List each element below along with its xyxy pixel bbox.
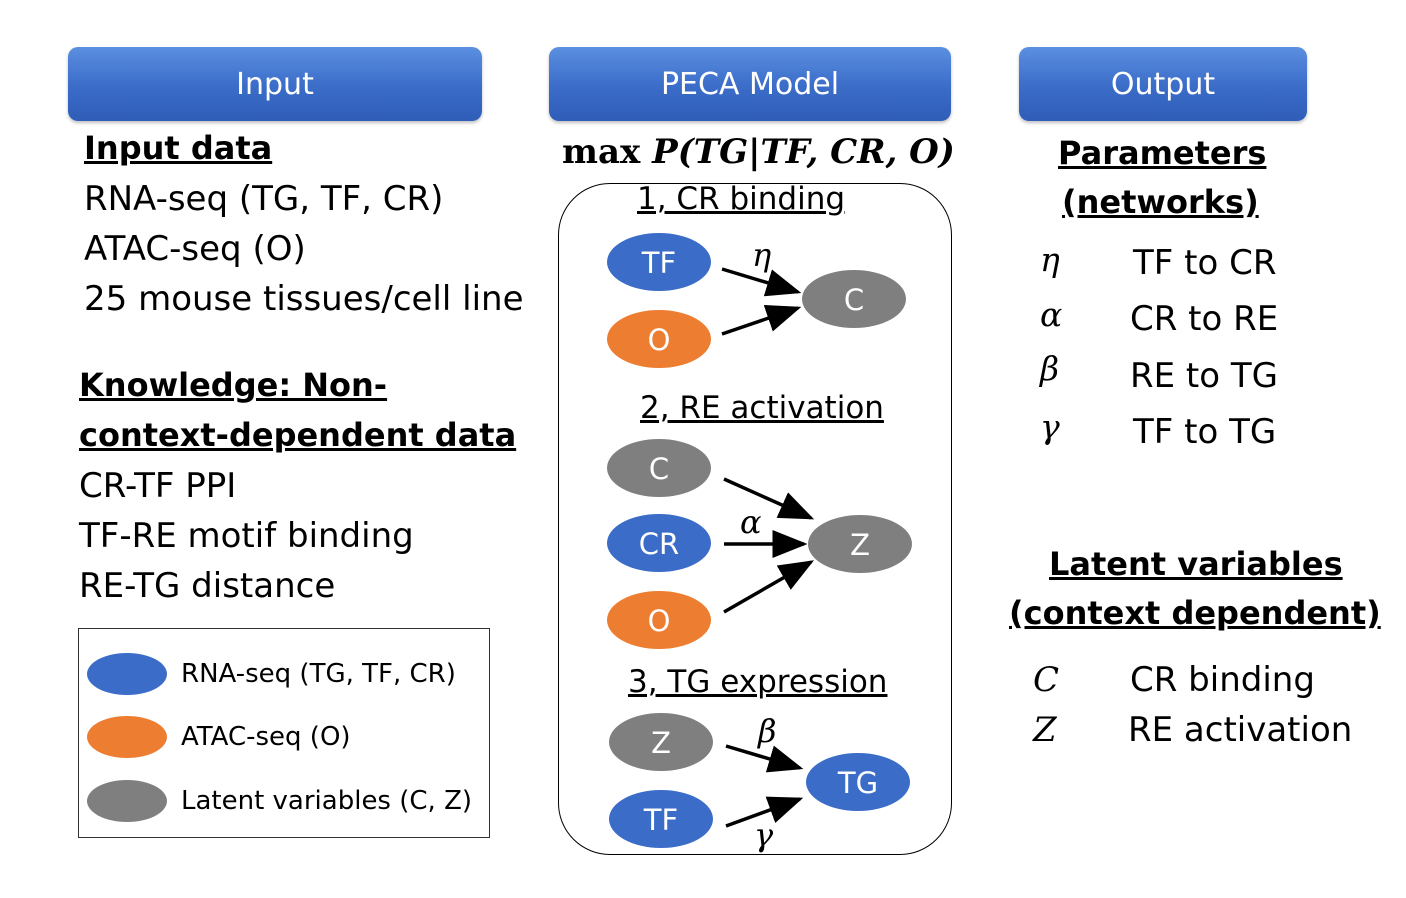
- knowledge-title-1: Knowledge: Non-: [79, 366, 388, 404]
- step-3-title: 3, TG expression: [628, 664, 888, 700]
- node-s1-tf-label: TF: [641, 246, 676, 280]
- node-s2-z: [808, 515, 912, 573]
- node-s3-z-label: Z: [651, 726, 671, 760]
- edge-s3-tf-tg: [725, 796, 804, 828]
- node-s1-tf: [607, 233, 711, 291]
- formula-prefix: max: [562, 132, 641, 172]
- model-header-label: PECA Model: [660, 66, 840, 102]
- node-s2-z-label: Z: [850, 528, 870, 562]
- node-s3-z: [609, 713, 713, 771]
- node-s1-c-label: C: [844, 283, 864, 317]
- legend-swatch-latent: [87, 780, 167, 822]
- input-header: Input: [68, 47, 482, 121]
- legend-swatch-atac: [87, 716, 167, 758]
- node-s3-tg: [806, 753, 910, 811]
- legend-label-atac: ATAC-seq (O): [181, 722, 351, 752]
- legend-label-rna: RNA-seq (TG, TF, CR): [181, 659, 456, 689]
- params-title-1: Parameters: [1058, 134, 1267, 172]
- input-data-line-2: ATAC-seq (O): [84, 229, 306, 269]
- edge-s2-o-z: [723, 560, 815, 614]
- param-eta-symbol: η: [1040, 240, 1060, 279]
- node-s2-o-label: O: [648, 604, 671, 638]
- step-2-title: 2, RE activation: [640, 390, 884, 426]
- input-header-label: Input: [236, 66, 314, 102]
- latent-title-1: Latent variables: [1049, 545, 1343, 583]
- model-header: PECA Model: [549, 47, 951, 121]
- edge-label-beta: β: [757, 712, 777, 750]
- latent-title-2: (context dependent): [1009, 594, 1381, 632]
- node-s1-o: [607, 310, 711, 368]
- node-s2-cr: [607, 514, 711, 572]
- node-s1-o-label: O: [648, 323, 671, 357]
- edge-s1-tf-c: [721, 267, 802, 297]
- edge-s2-c-z: [723, 477, 815, 520]
- formula-body: P(TG|TF, CR, O): [652, 132, 955, 172]
- latent-c-symbol: C: [1033, 660, 1060, 700]
- params-title-2: (networks): [1062, 183, 1259, 221]
- node-s3-tg-label: TG: [837, 766, 878, 800]
- param-beta-symbol: β: [1040, 349, 1060, 388]
- legend-row-latent: Latent variables (C, Z): [87, 780, 472, 822]
- edge-label-eta: η: [752, 236, 771, 274]
- node-s2-cr-label: CR: [639, 527, 679, 561]
- node-s2-c: [607, 439, 711, 497]
- knowledge-title-2: context-dependent data: [79, 416, 517, 454]
- node-s2-c-label: C: [649, 452, 669, 486]
- latent-z-label: RE activation: [1128, 710, 1353, 750]
- node-s2-o: [607, 591, 711, 649]
- output-header: Output: [1019, 47, 1307, 121]
- knowledge-line-1: CR-TF PPI: [79, 466, 237, 506]
- node-s1-c: [802, 270, 906, 328]
- param-beta-label: RE to TG: [1130, 356, 1278, 396]
- edge-s3-z-tg: [725, 744, 804, 773]
- knowledge-line-3: RE-TG distance: [79, 566, 336, 606]
- edge-s1-o-c: [721, 304, 802, 336]
- legend-box: RNA-seq (TG, TF, CR) ATAC-seq (O) Latent…: [78, 628, 490, 838]
- latent-z-symbol: Z: [1033, 710, 1057, 750]
- node-s3-tf-label: TF: [643, 803, 678, 837]
- legend-row-atac: ATAC-seq (O): [87, 716, 351, 758]
- knowledge-line-2: TF-RE motif binding: [79, 516, 414, 556]
- param-alpha-label: CR to RE: [1130, 299, 1279, 339]
- model-box: [558, 183, 952, 855]
- param-gamma-symbol: γ: [1040, 407, 1060, 446]
- node-s3-tf: [609, 790, 713, 848]
- edge-label-alpha: α: [740, 503, 762, 541]
- edge-label-gamma: γ: [754, 816, 774, 854]
- model-formula: max P(TG|TF, CR, O): [562, 132, 955, 172]
- input-data-line-3: 25 mouse tissues/cell line: [84, 279, 524, 319]
- param-eta-label: TF to CR: [1133, 243, 1277, 283]
- output-header-label: Output: [1110, 66, 1216, 102]
- step-1-title: 1, CR binding: [637, 181, 846, 217]
- latent-c-label: CR binding: [1130, 660, 1315, 700]
- input-data-line-1: RNA-seq (TG, TF, CR): [84, 179, 444, 219]
- param-alpha-symbol: α: [1040, 295, 1063, 334]
- legend-row-rna: RNA-seq (TG, TF, CR): [87, 653, 456, 695]
- legend-swatch-rna: [87, 653, 167, 695]
- input-data-title: Input data: [84, 129, 273, 167]
- param-gamma-label: TF to TG: [1133, 412, 1277, 452]
- legend-label-latent: Latent variables (C, Z): [181, 786, 473, 816]
